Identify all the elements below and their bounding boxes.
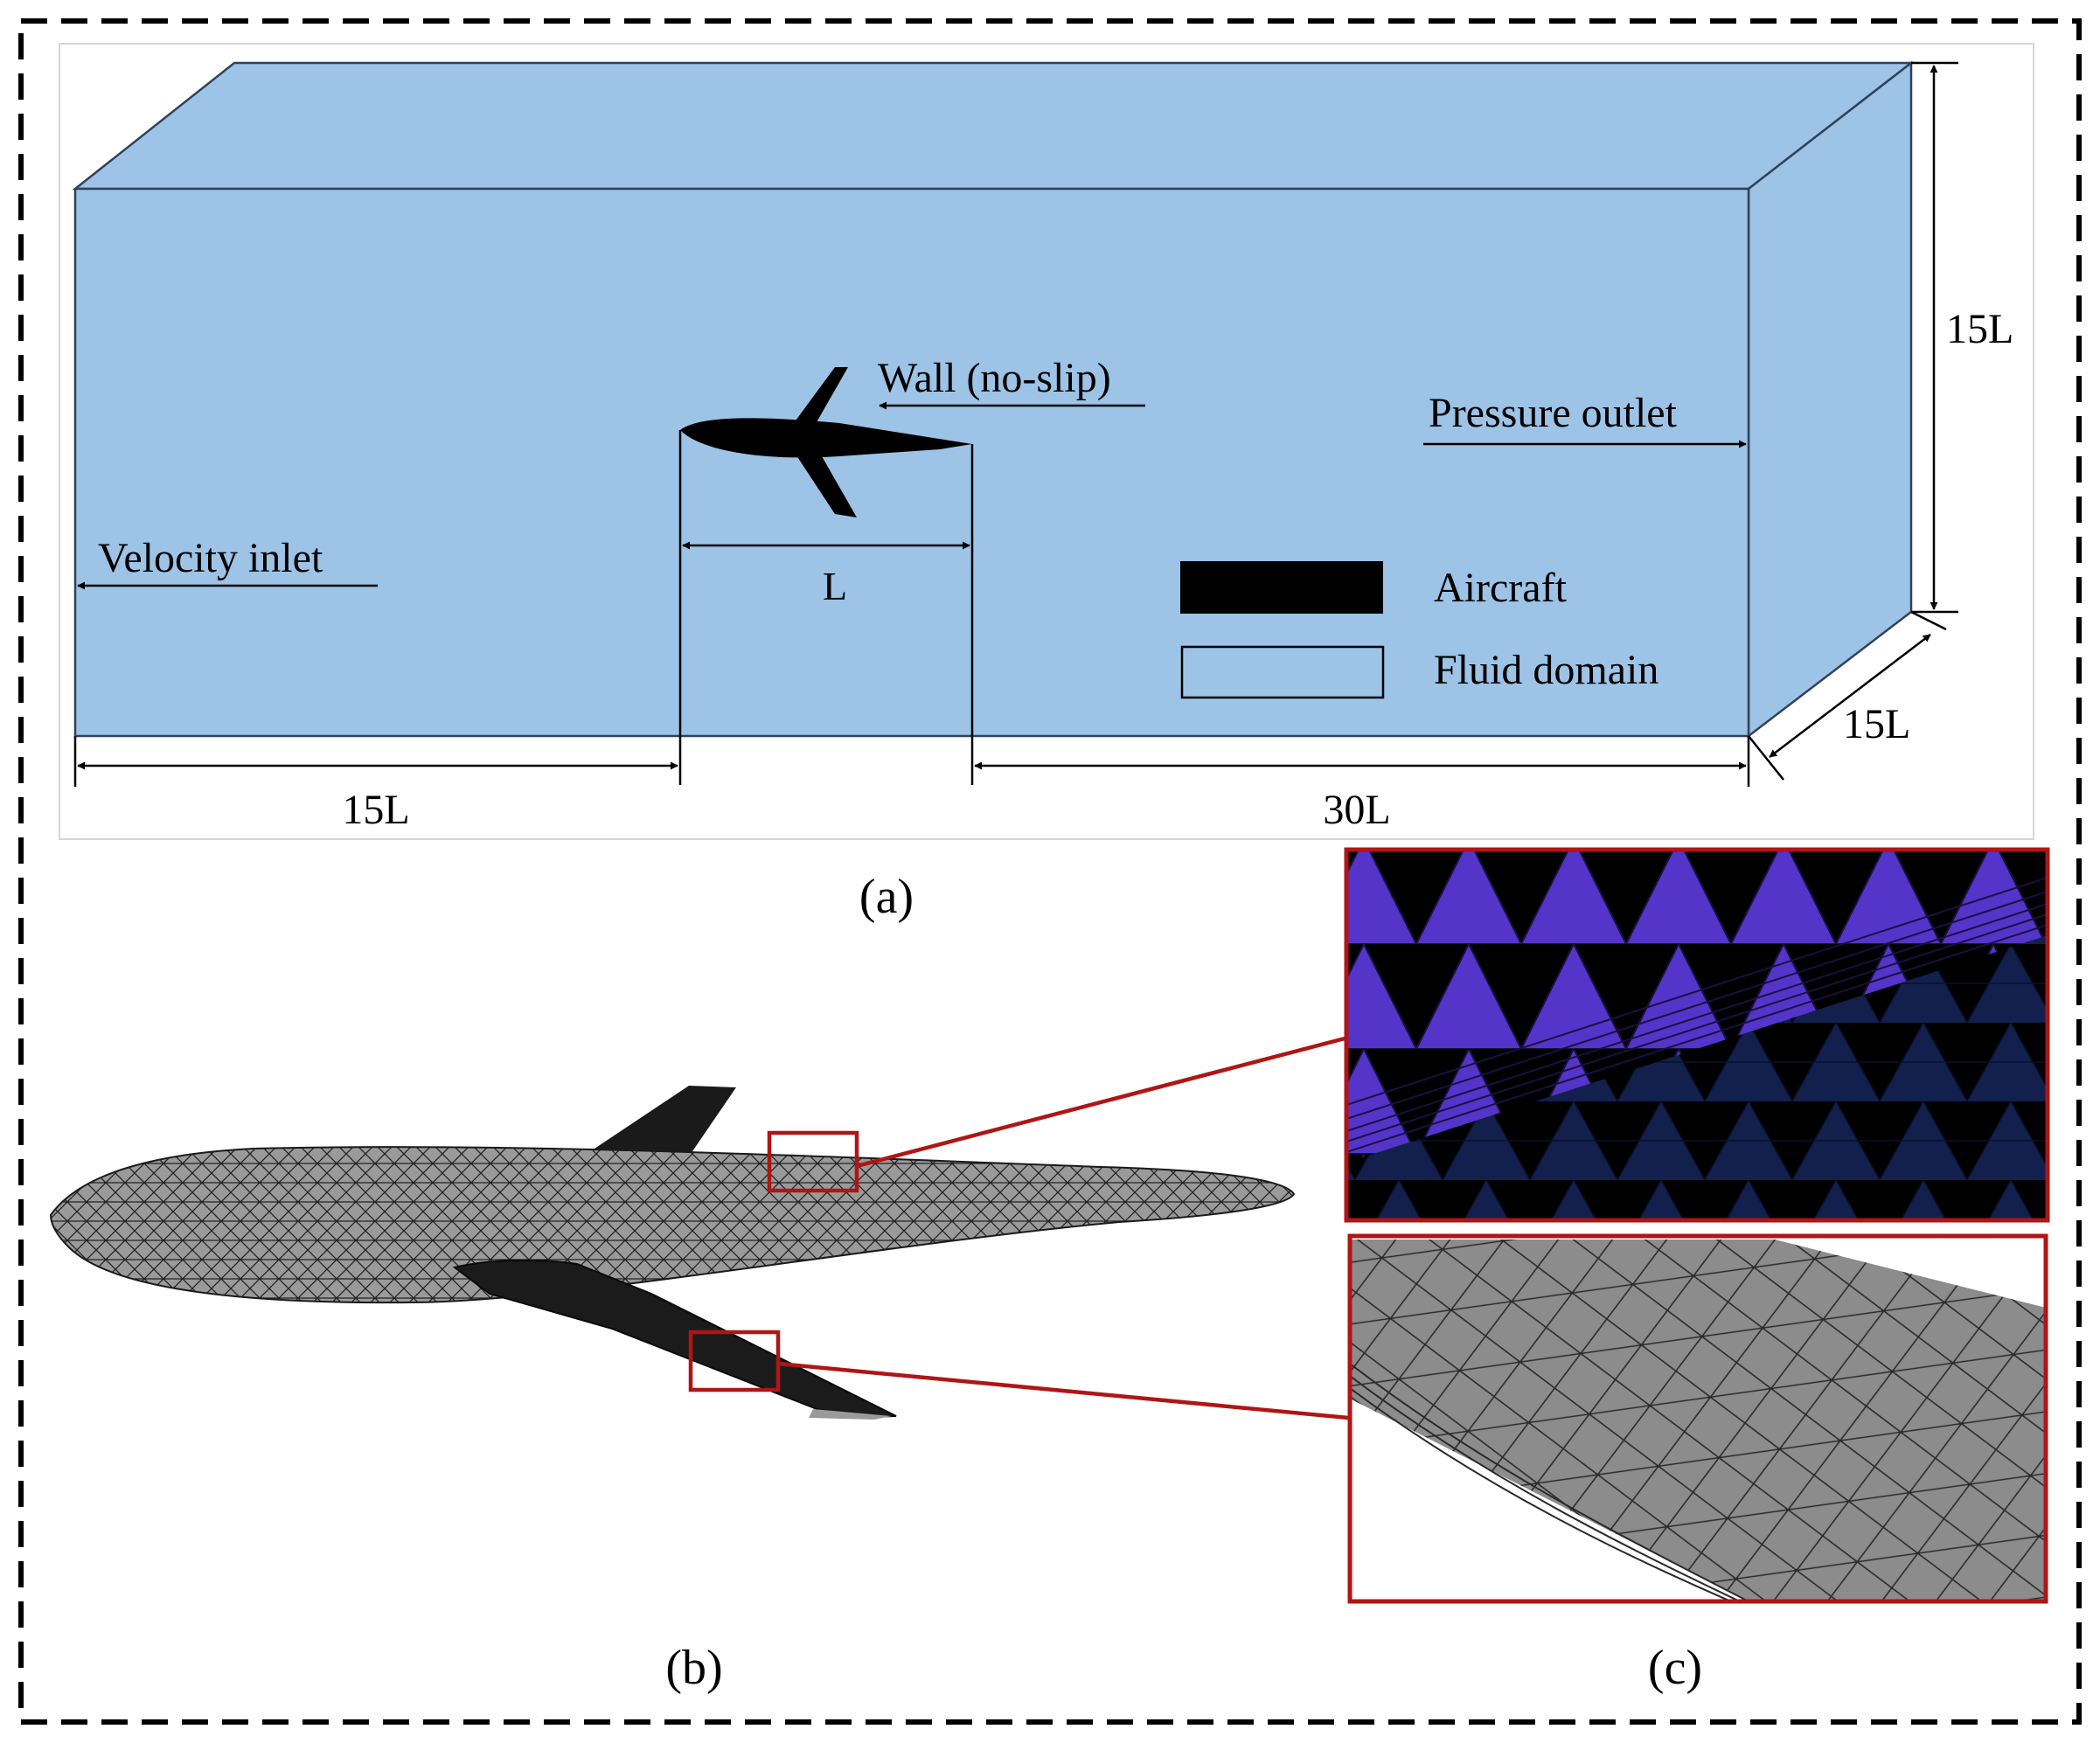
highlight-box-fuselage [767, 1130, 859, 1193]
caption-c: (c) [1648, 1641, 1702, 1695]
fuselage-mesh [49, 1146, 1296, 1304]
extension-line-depth-back [1910, 610, 1947, 631]
domain-top-face [72, 61, 1915, 191]
panel-c-zoom-lower [1347, 1233, 2048, 1604]
aircraft-silhouette [680, 367, 972, 517]
boundary-layer-lines [1346, 877, 2048, 1153]
legend-aircraft-label: Aircraft [1434, 565, 1568, 611]
upstream-length-label: 15L [342, 787, 409, 833]
depth-label: 15L [1843, 701, 1910, 747]
highlight-box-wing [688, 1330, 781, 1392]
upper-wing [584, 1086, 736, 1156]
wing-edge-layers [1350, 1363, 1749, 1601]
domain-front-face [73, 187, 1750, 738]
extension-line-depth-front [1748, 735, 1784, 781]
aircraft-length-label: L [823, 564, 847, 608]
wall-label: Wall (no-slip) [878, 355, 1111, 401]
zoom-box-lower [1347, 1233, 2048, 1604]
depth-arrow [1769, 634, 1931, 758]
pressure-outlet-label: Pressure outlet [1429, 390, 1678, 436]
panel-b-aircraft-mesh [49, 1036, 1349, 1420]
legend-fluid-label: Fluid domain [1434, 647, 1658, 693]
panel-a: L Wall (no-slip) Pressure outlet Velocit… [59, 43, 2034, 840]
legend-fluid-swatch [1180, 645, 1385, 699]
leader-line-upper [856, 1036, 1346, 1169]
zoom-box-upper [1344, 847, 2050, 1223]
wing-tip [809, 1409, 892, 1420]
wing-surface-mesh [1350, 1240, 2046, 1601]
caption-b: (b) [665, 1641, 722, 1695]
downstream-length-label: 30L [1323, 787, 1390, 833]
legend: Aircraft Fluid domain [1180, 561, 1658, 699]
leader-line-lower [777, 1361, 1349, 1420]
height-label: 15L [1946, 306, 2013, 352]
lower-wing [452, 1259, 897, 1420]
dashed-frame [18, 18, 2082, 1725]
panel-c-zoom-upper [1344, 847, 2050, 1223]
velocity-inlet-label: Velocity inlet [98, 535, 323, 581]
surface-mesh-dark [1346, 935, 2048, 1220]
caption-a: (a) [859, 870, 914, 924]
legend-aircraft-swatch [1180, 561, 1383, 614]
